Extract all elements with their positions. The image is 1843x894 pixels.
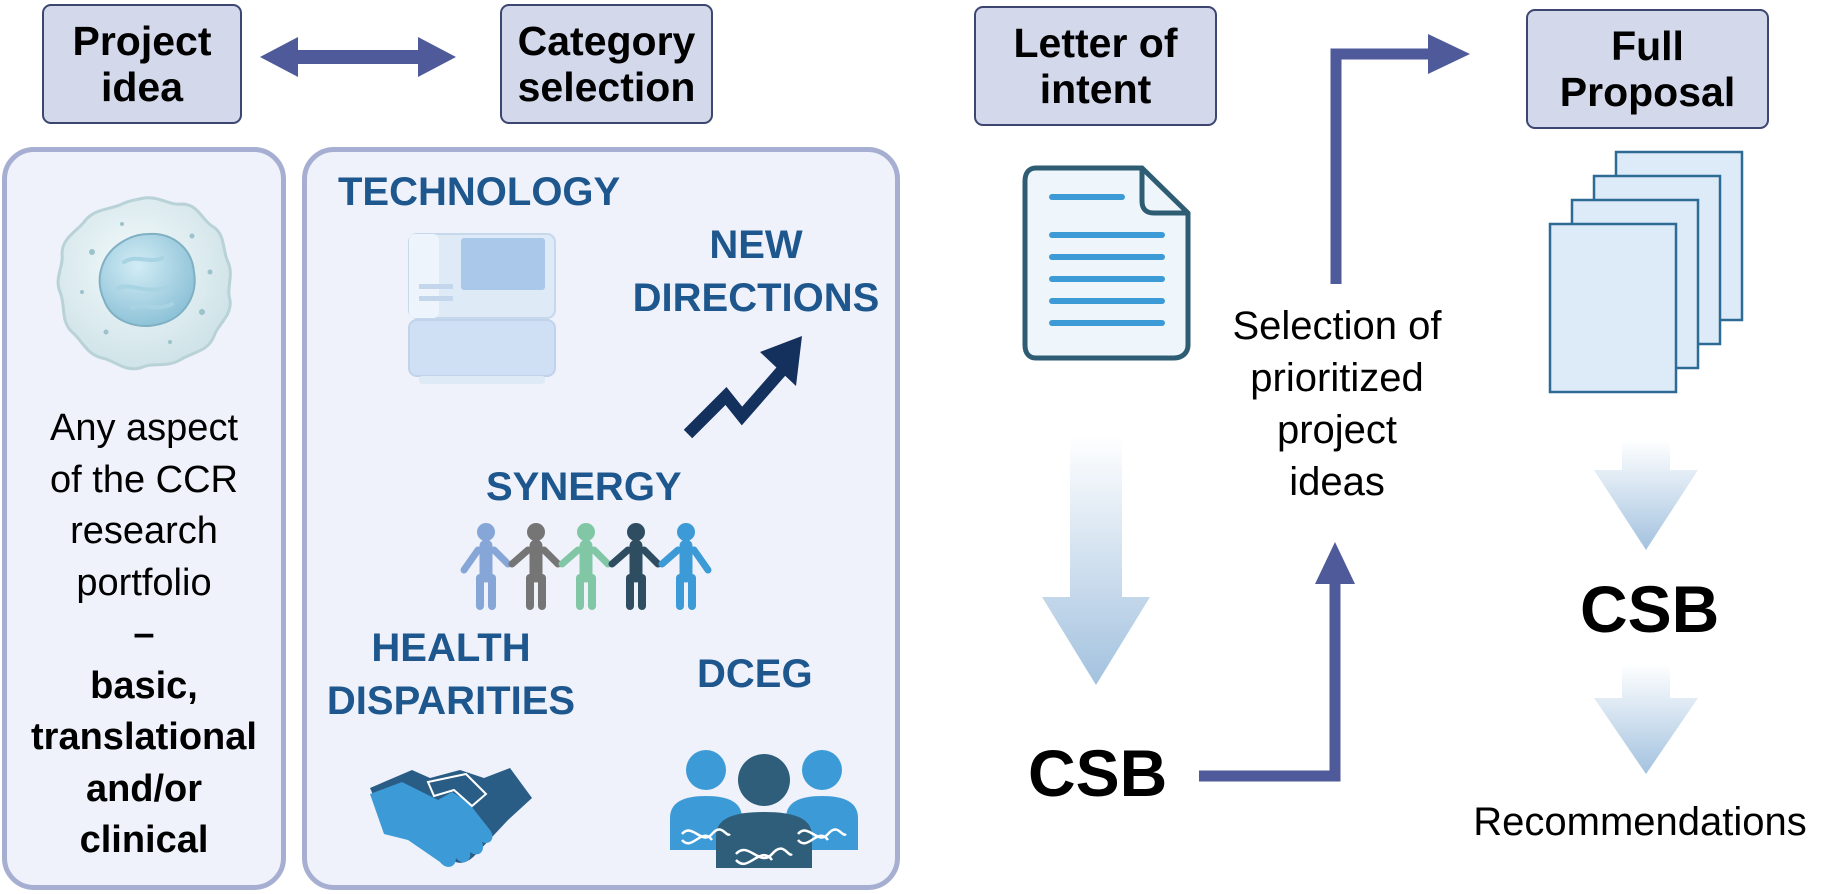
category-dceg: DCEG [697,652,813,696]
header-category-selection: Category selection [500,4,713,124]
category-new-directions: NEW DIRECTIONS [620,219,892,325]
header-project-idea: Project idea [42,4,242,124]
category-health-disparities: HEALTH DISPARITIES [318,622,584,728]
document-icon [1022,165,1191,361]
project-scope-line: research [70,510,218,552]
selection-text-line: Selection of [1232,304,1442,348]
header-full-proposal-line1: Full [1611,23,1684,69]
lab-instrument-icon [408,233,556,384]
category-new-directions-line2: DIRECTIONS [632,276,880,320]
down-arrow-icon [1042,435,1150,685]
selection-text-line: ideas [1289,460,1385,504]
category-synergy: SYNERGY [486,465,682,509]
handshake-icon [370,768,532,867]
header-full-proposal: Full Proposal [1526,9,1769,129]
header-category-selection-line1: Category [517,18,696,64]
immune-cell-icon [56,196,232,371]
header-letter-of-intent-line1: Letter of [1013,20,1178,66]
selection-text-line: project [1276,408,1398,452]
selection-text: Selection of prioritized project ideas [1200,300,1474,508]
project-scope-line: – [133,613,155,655]
flow-right-arrow-icon [1330,34,1470,284]
project-scope-line: portfolio [76,561,212,604]
header-category-selection-line2: selection [517,64,696,110]
csb-full-proposal: CSB [1580,572,1720,646]
category-technology: TECHNOLOGY [338,170,621,214]
header-project-idea-line1: Project [72,18,212,64]
double-arrow-icon [260,37,456,77]
recommendations-label: Recommendations [1473,800,1807,844]
selection-text-line: prioritized [1250,356,1424,400]
category-new-directions-line1: NEW [709,223,803,267]
project-scope-line: of the CCR [50,458,238,501]
down-arrow-icon [1594,664,1698,774]
flow-up-arrow-icon [1199,542,1355,782]
people-chain-icon [460,523,712,610]
project-scope-line: Any aspect [50,407,238,449]
header-letter-of-intent: Letter of intent [974,6,1217,126]
dna-group-icon [670,750,858,868]
category-panel [302,147,900,890]
project-scope-bold-line: basic, [90,664,198,707]
person [460,523,712,610]
project-scope-text: Any aspect of the CCR research portfolio… [2,403,286,867]
project-scope-bold-line: translational [31,716,257,758]
header-project-idea-line2: idea [100,64,184,110]
csb-letter-of-intent: CSB [1028,736,1168,810]
category-health-disparities-line2: DISPARITIES [326,679,576,723]
project-scope-bold-line: and/or [85,767,203,810]
header-letter-of-intent-line2: intent [1039,66,1152,112]
down-arrow-icon [1594,440,1698,550]
document-stack-icon [1548,150,1744,394]
project-scope-bold-line: clinical [79,819,209,861]
category-health-disparities-line1: HEALTH [371,626,531,670]
trend-arrow-icon [683,336,802,439]
header-full-proposal-line2: Proposal [1559,69,1736,115]
